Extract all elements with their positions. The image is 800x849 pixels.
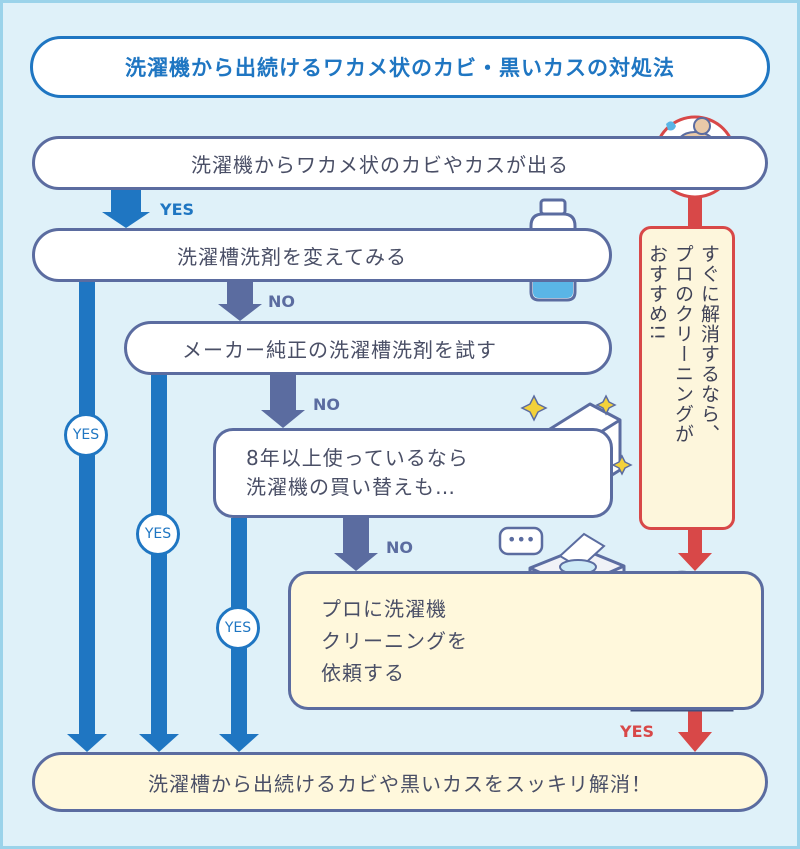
page-title: 洗濯機から出続けるワカメ状のカビ・黒いカスの対処法 xyxy=(30,36,770,98)
yes-arrowhead-2 xyxy=(139,734,179,752)
recommend-line1: すぐに解消するなら、 xyxy=(698,244,720,444)
no-label-1: NO xyxy=(268,292,295,311)
no-arrow-2 xyxy=(261,375,305,428)
no-label-2: NO xyxy=(313,395,340,414)
step3-box: メーカー純正の洗濯槽洗剤を試す xyxy=(124,321,612,375)
step5-line3: 依頼する xyxy=(321,660,405,685)
step1-text: 洗濯機からワカメ状のカビやカスが出る xyxy=(191,152,569,177)
yes-label-top: YES xyxy=(160,200,195,219)
step1-box: 洗濯機からワカメ状のカビやカスが出る xyxy=(32,136,768,190)
yes-bubble-2: YES xyxy=(136,512,180,556)
recommend-line2: プロのクリーニングが xyxy=(672,244,694,444)
yes-label-red: YES xyxy=(620,722,655,741)
step4-line1: 8年以上使っているなら xyxy=(246,446,469,470)
step4-box: 8年以上使っているなら 洗濯機の買い替えも… xyxy=(213,428,613,518)
final-text: 洗濯槽から出続けるカビや黒いカスをスッキリ解消！ xyxy=(148,771,652,796)
yes-bubble-1: YES xyxy=(64,413,108,457)
no-label-3: NO xyxy=(386,538,413,557)
step5-line1: プロに洗濯機 xyxy=(321,596,447,621)
step2-box: 洗濯槽洗剤を変えてみる xyxy=(32,228,612,282)
svg-text:•••: ••• xyxy=(507,530,535,549)
no-arrow-3 xyxy=(334,518,378,571)
yes-bubble-3: YES xyxy=(216,606,260,650)
red-arrow-mid xyxy=(678,530,712,571)
yes-arrowhead-3 xyxy=(219,734,259,752)
no-arrow-1 xyxy=(218,282,262,321)
recommend-line3: おすすめ!! xyxy=(646,244,668,342)
step3-text: メーカー純正の洗濯槽洗剤を試す xyxy=(182,337,497,362)
recommend-panel xyxy=(639,226,735,530)
step5-line2: クリーニングを xyxy=(321,628,468,653)
red-arrow-bottom xyxy=(678,710,712,752)
step2-text: 洗濯槽洗剤を変えてみる xyxy=(177,244,407,269)
step5-box: プロに洗濯機 クリーニングを 依頼する xyxy=(288,571,764,710)
step4-line2: 洗濯機の買い替えも… xyxy=(246,475,456,499)
final-result-box: 洗濯槽から出続けるカビや黒いカスをスッキリ解消！ xyxy=(32,752,768,812)
yes-arrow-1 xyxy=(102,190,150,228)
yes-arrowhead-1 xyxy=(67,734,107,752)
yes-line-1 xyxy=(79,282,95,734)
